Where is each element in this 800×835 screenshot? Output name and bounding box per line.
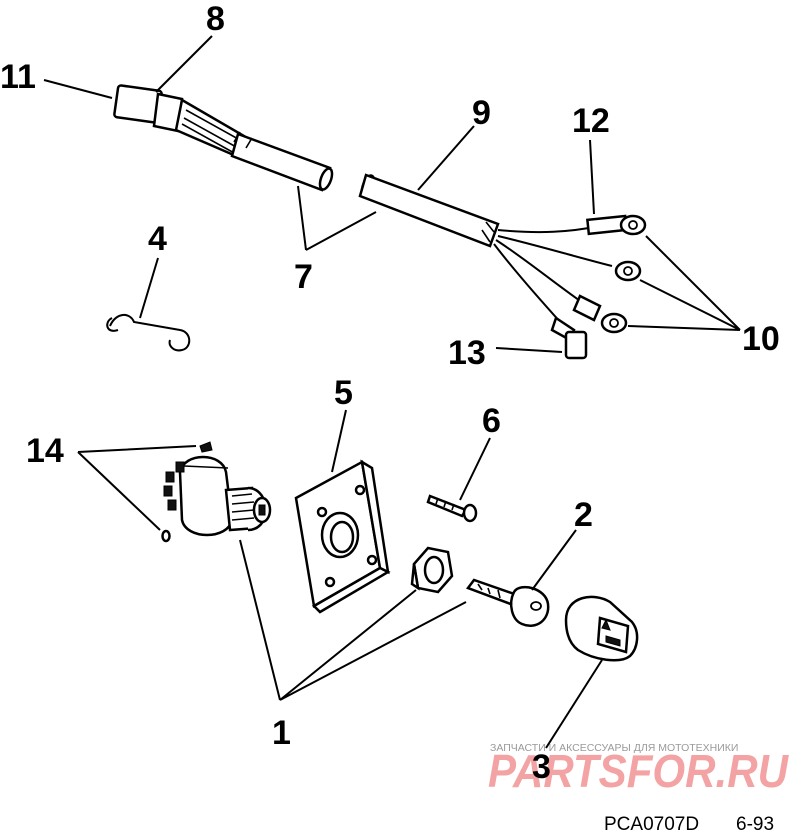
screw	[426, 494, 478, 523]
figure-date: 6-93	[736, 814, 774, 835]
callout-5: 5	[334, 374, 353, 412]
retaining-clip	[106, 314, 191, 352]
callout-10: 10	[742, 320, 780, 358]
callout-8: 8	[206, 0, 225, 38]
harness-right	[358, 173, 647, 360]
callout-13: 13	[448, 334, 486, 372]
leader-lines	[43, 35, 741, 749]
harness-connector-left	[113, 84, 334, 192]
switch-boot	[564, 595, 639, 662]
callout-4: 4	[148, 220, 167, 258]
watermark-logo: PARTSFOR.RU	[488, 745, 790, 797]
callout-11: 11	[0, 58, 36, 96]
ignition-switch	[161, 441, 272, 543]
callout-14: 14	[26, 432, 64, 470]
watermark-tagline: ЗАПЧАСТИ И АКСЕССУАРЫ ДЛЯ МОТОТЕХНИКИ	[490, 742, 738, 754]
callout-3: 3	[532, 748, 551, 786]
callout-12: 12	[572, 102, 610, 140]
mounting-plate	[294, 459, 391, 614]
callout-2: 2	[574, 496, 593, 534]
figure-footer: PCA0707D 6-93	[604, 814, 774, 835]
hex-nut	[410, 546, 454, 594]
callout-7: 7	[294, 258, 313, 296]
figure-code: PCA0707D	[604, 814, 699, 835]
callout-6: 6	[482, 402, 501, 440]
callout-9: 9	[472, 94, 491, 132]
ignition-key	[465, 578, 550, 627]
callout-numbers: 8 11 9 12 4 7 10 13 5 6 14 2 1 3	[0, 0, 780, 786]
watermark: ЗАПЧАСТИ И АКСЕССУАРЫ ДЛЯ МОТОТЕХНИКИ PA…	[488, 742, 790, 797]
callout-1: 1	[272, 714, 291, 752]
